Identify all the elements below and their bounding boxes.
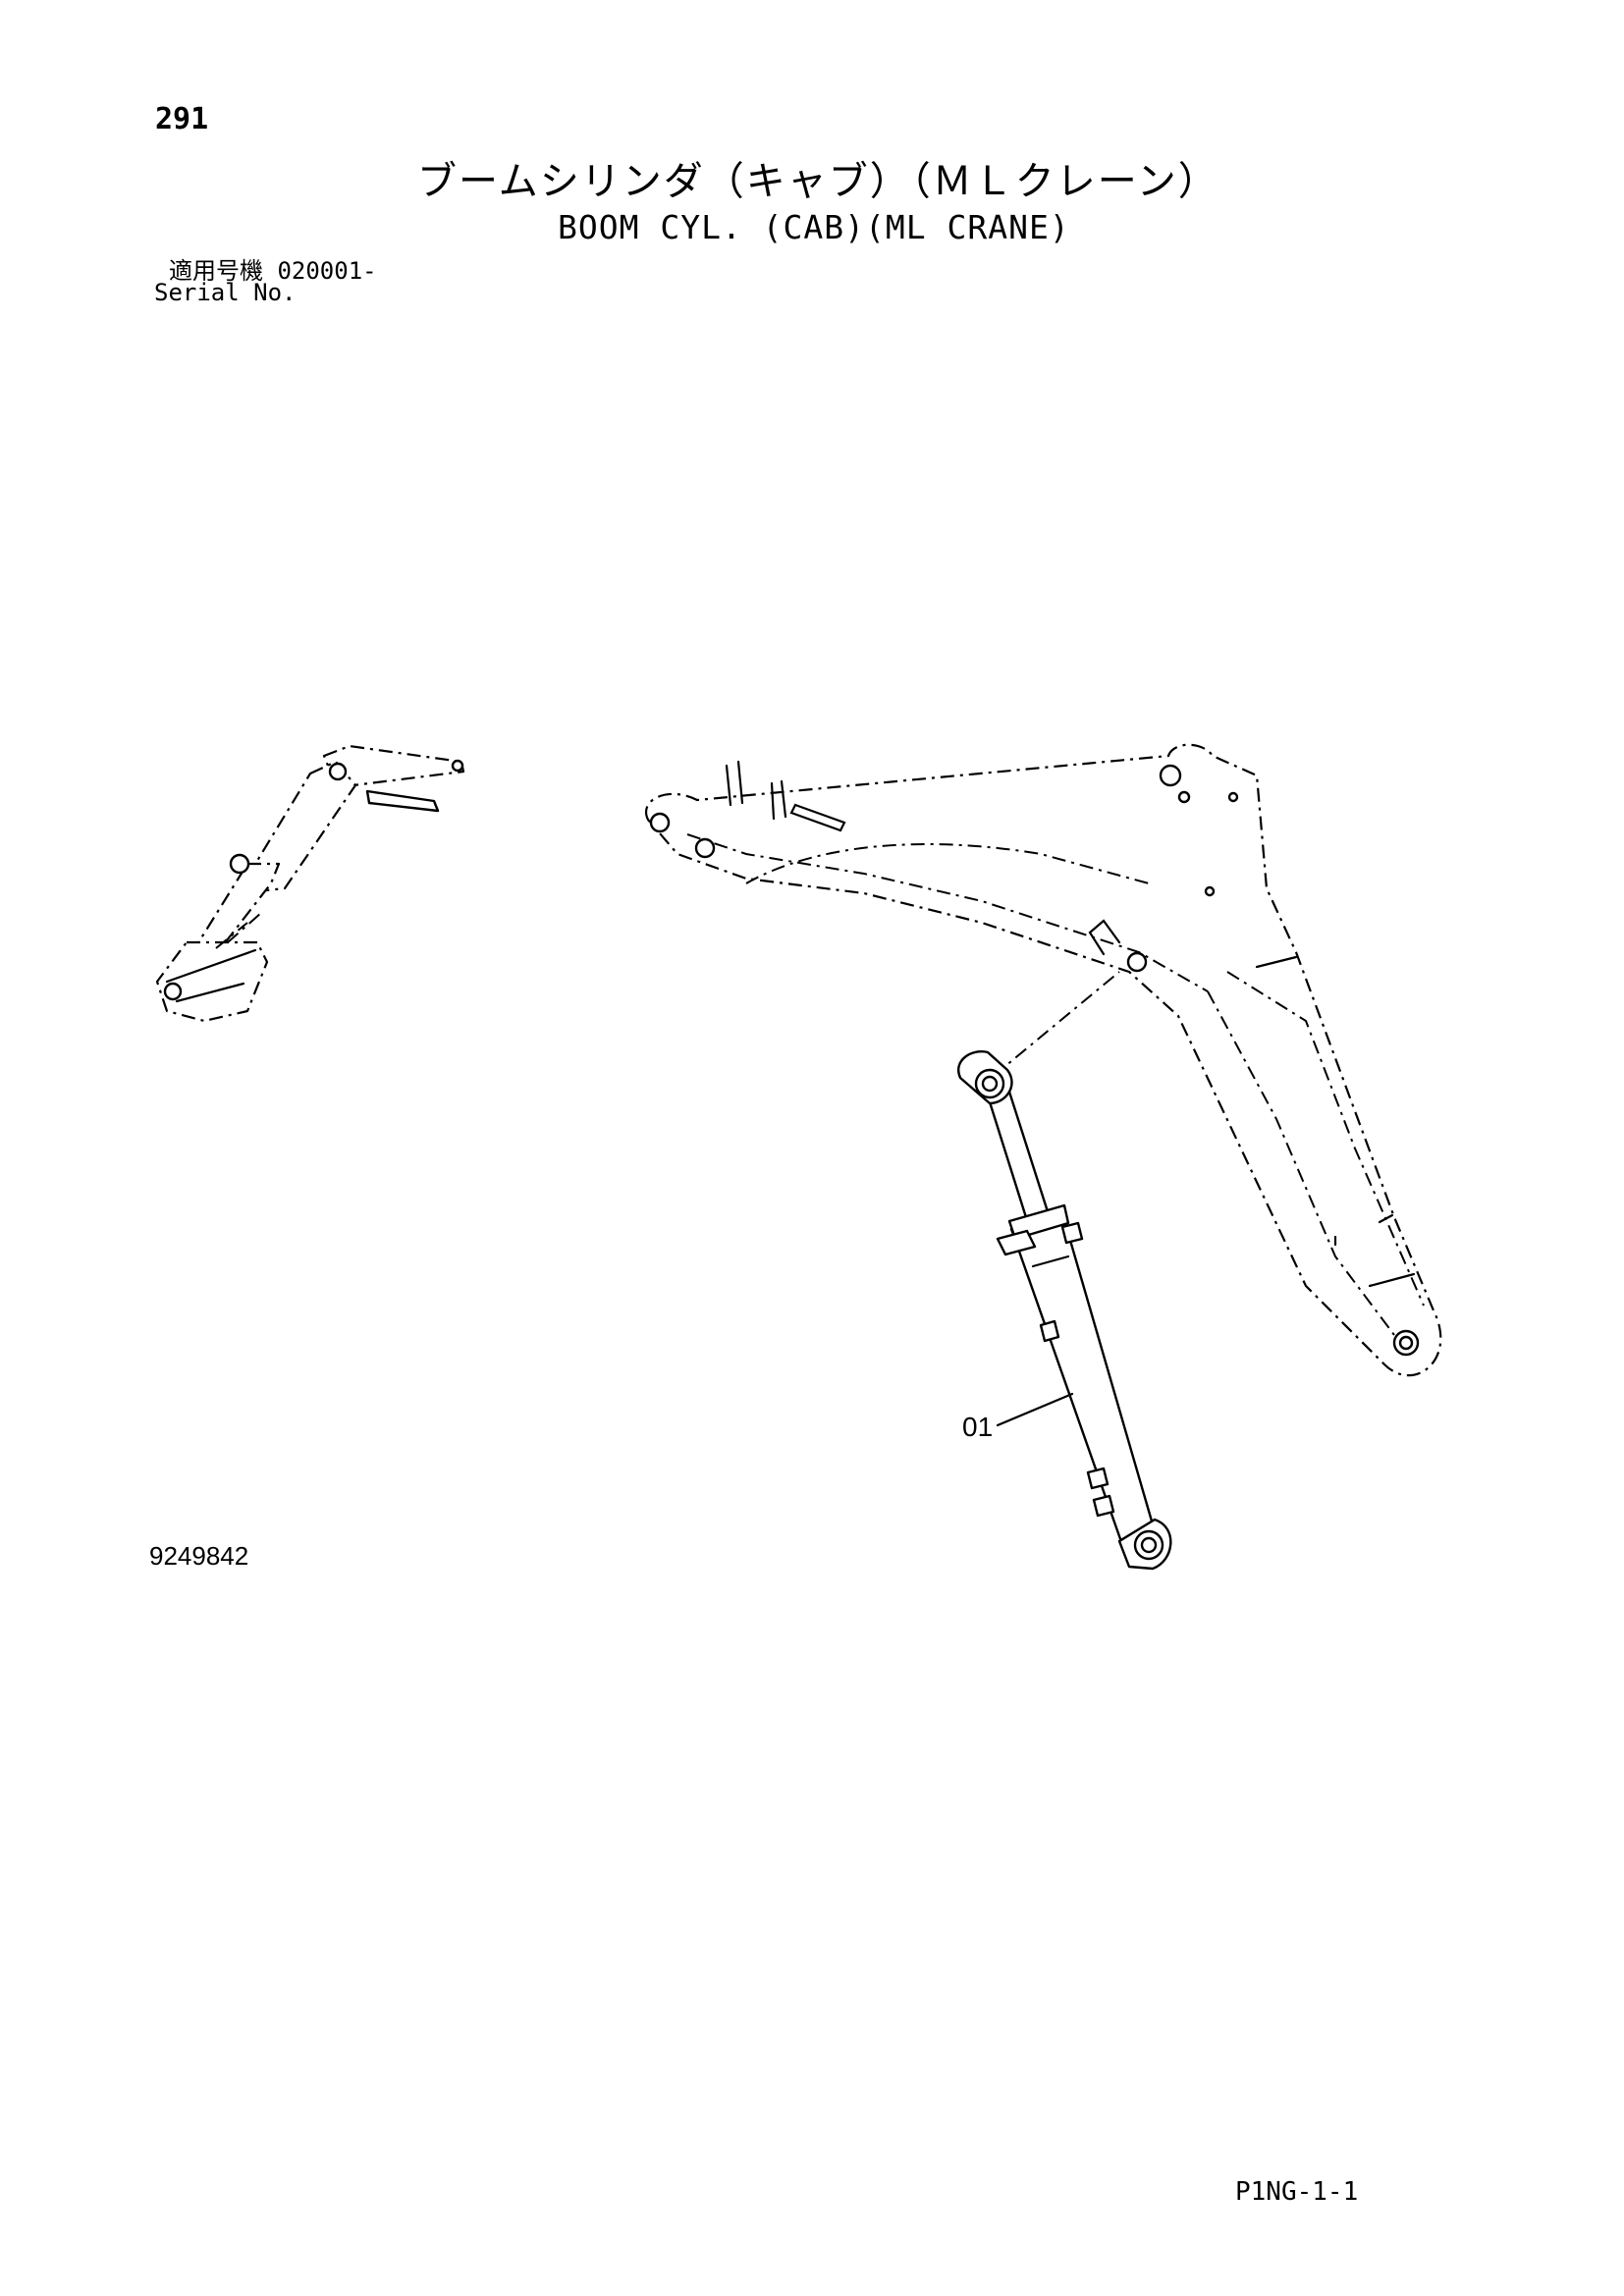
overview-arm-illustration [155, 744, 465, 1023]
page-number: 291 [155, 102, 209, 136]
serial-label-japanese: 適用号機 020001- [169, 257, 377, 285]
page-title-english: BOOM CYL. (CAB)(ML CRANE) [558, 208, 1070, 246]
serial-label-english: Serial No. [154, 279, 297, 306]
cylinder-to-boom-leader [993, 971, 1120, 1077]
callout-label-01: 01 [962, 1412, 994, 1442]
boom-cylinder-part-01 [957, 1050, 1172, 1571]
page-title-japanese: ブームシリンダ（キャブ）（ＭＬクレーン） [417, 159, 1219, 204]
boom-outline [645, 743, 1442, 1377]
drawing-number: 9249842 [149, 1541, 249, 1571]
page-code: P1NG-1-1 [1235, 2177, 1359, 2207]
